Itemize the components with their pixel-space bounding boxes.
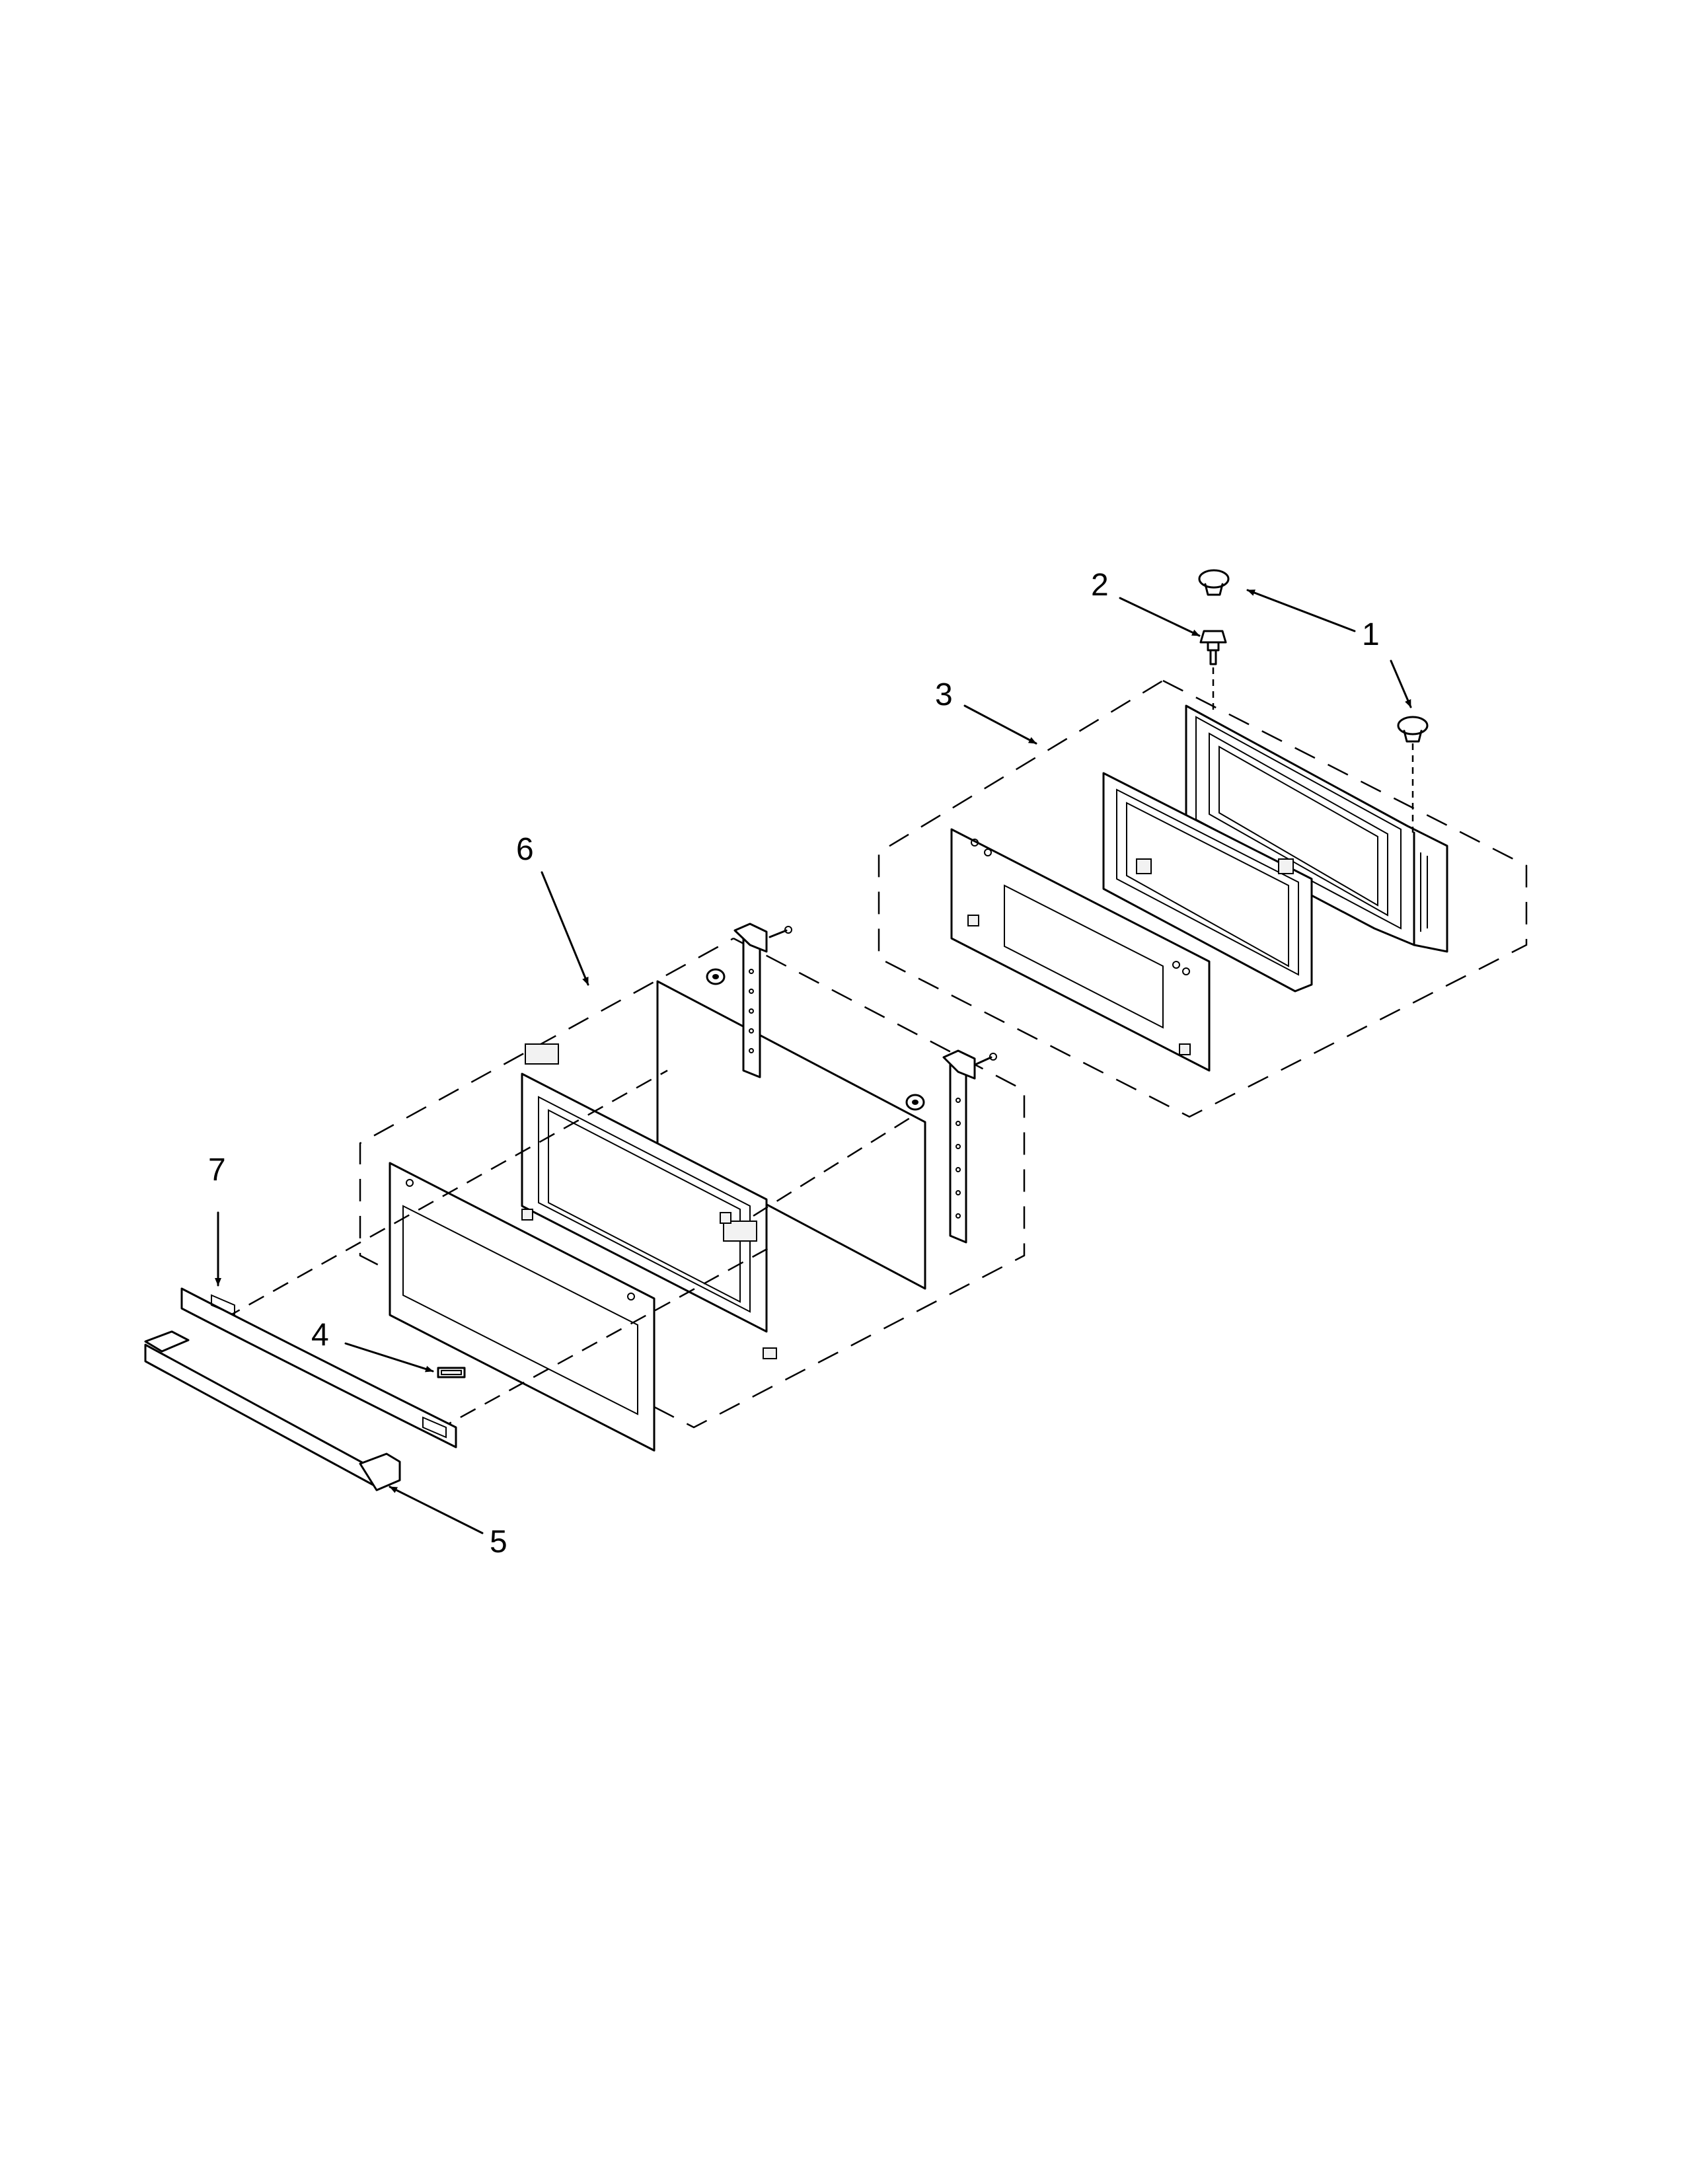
door-glass-panel-part xyxy=(656,980,926,1290)
callout-6: 6 xyxy=(516,832,534,867)
callout-5: 5 xyxy=(490,1525,507,1560)
callout-1-leader-a xyxy=(1246,589,1356,632)
outer-door-assembly-outline xyxy=(878,679,1528,1118)
door-inner-panel-part xyxy=(950,828,1211,1072)
handle-bar-part xyxy=(144,1330,401,1491)
screw-part xyxy=(1199,630,1227,665)
callout-3: 3 xyxy=(935,677,953,712)
callout-6-leader xyxy=(541,871,589,986)
nameplate-badge-part xyxy=(437,1367,466,1378)
outer-door-glass-part xyxy=(389,1162,655,1452)
callout-1-leader-b xyxy=(1390,659,1412,708)
callout-1: 1 xyxy=(1362,617,1380,652)
callout-4: 4 xyxy=(311,1318,329,1353)
hex-nut-part-right xyxy=(905,1094,925,1111)
callout-2-leader xyxy=(1119,597,1201,637)
callout-5-leader xyxy=(389,1486,484,1534)
callout-3-leader xyxy=(963,704,1037,745)
door-glass-assembly-outline xyxy=(359,937,1026,1429)
glass-retainer-frame-part xyxy=(521,1043,777,1359)
left-hinge-bracket-part xyxy=(733,923,792,1078)
callout-7: 7 xyxy=(208,1152,226,1187)
cap-plug-part-top xyxy=(1198,569,1230,596)
callout-4-leader xyxy=(344,1342,434,1373)
cap-plug-part-right xyxy=(1397,716,1429,743)
door-handle-part xyxy=(180,1287,457,1449)
inner-door-frame-part xyxy=(1102,772,1313,993)
right-hinge-bracket-part xyxy=(942,1049,997,1244)
callout-2: 2 xyxy=(1091,568,1109,603)
hex-nut-part-left xyxy=(706,968,726,985)
